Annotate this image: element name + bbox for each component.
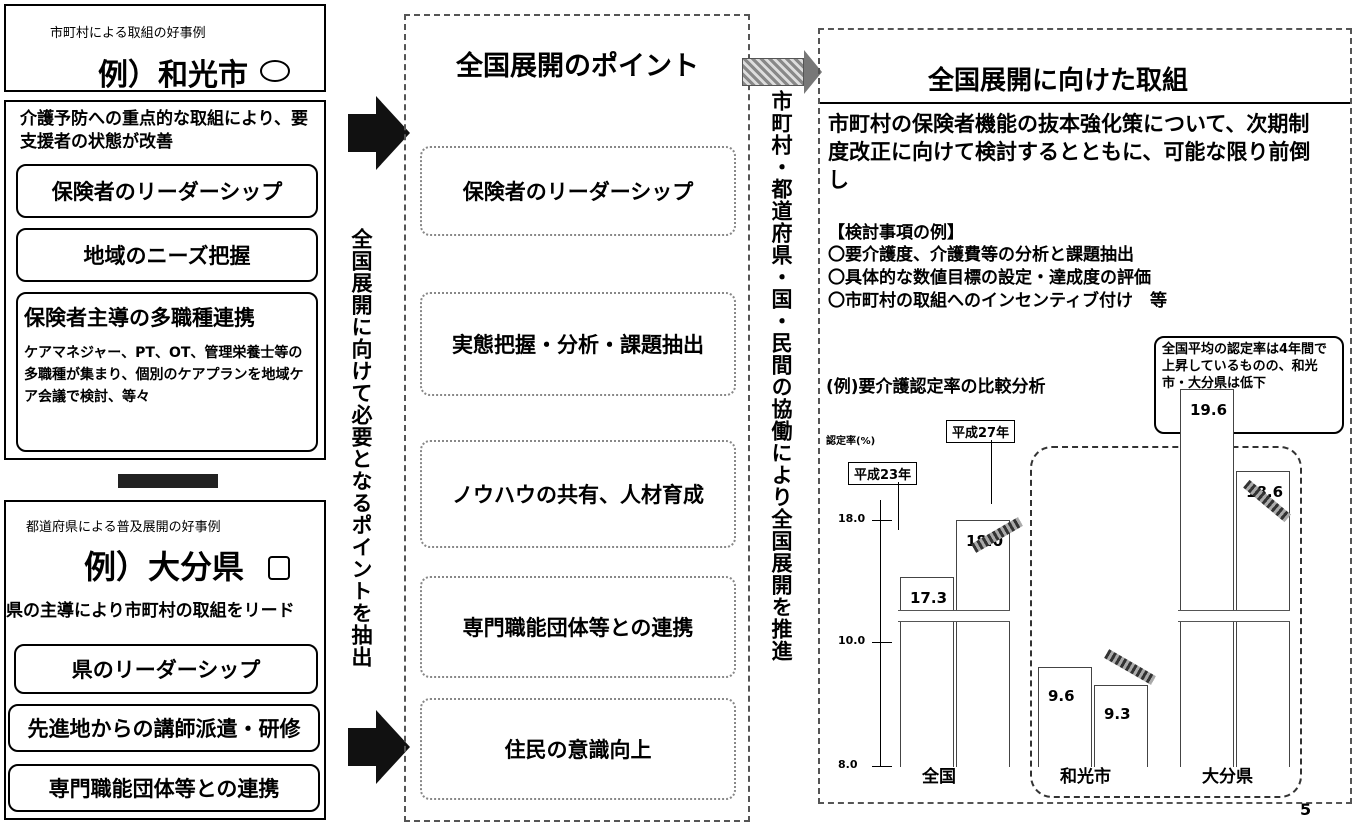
wako-description: 介護予防への重点的な取組により、要支援者の状態が改善 [20,109,308,152]
bar [1038,666,1092,767]
vertical-caption-left: 全国展開に向けて必要となるポイントを抽出 [349,228,373,668]
annotation-pointer [991,440,992,504]
category-label: 全国 [922,767,956,787]
vertical-caption-right: 市町村・都道府県・国・民間の協働により全国展開を推進 [769,90,793,662]
oita-case-box: 都道府県による普及展開の好事例 例）大分県 県の主導により市町村の取組をリード … [4,500,326,820]
point-knowhow: ノウハウの共有、人材育成 [420,440,736,548]
wako-item-needs: 地域のニーズ把握 [16,228,318,282]
axis-break-mark [954,610,1010,622]
chart-title: (例)要介護認定率の比較分析 [826,377,1046,397]
trend-arrow-icon [1104,649,1156,685]
arrow-right-icon [348,114,376,152]
arrow-right-icon [348,728,376,766]
example-item: 〇要介護度、介護費等の分析と課題抽出 [828,245,1134,265]
series-annotation: 平成23年 [848,462,918,485]
data-label: 17.3 [910,589,948,608]
wako-header-box: 市町村による取組の好事例 例）和光市 [4,4,326,93]
point-leadership: 保険者のリーダーシップ [420,146,736,236]
wako-item-multi: 保険者主導の多職種連携 ケアマネジャー、PT、OT、管理栄養士等の多職種が集まり… [16,292,318,452]
y-axis-label: 認定率(%) [826,436,876,447]
wako-logo-icon [260,60,290,82]
wako-item-multi-title: 保険者主導の多職種連携 [24,306,255,330]
points-panel: 全国展開のポイント 保険者のリーダーシップ 実態把握・分析・課題抽出 ノウハウの… [404,14,750,822]
oita-item-leadership: 県のリーダーシップ [14,644,318,694]
initiative-title: 全国展開に向けた取組 [928,66,1189,96]
oita-item-partnership: 専門職能団体等との連携 [8,764,320,812]
wako-title: 例）和光市 [98,58,248,93]
oita-title: 例）大分県 [84,548,245,586]
bar-chart: 18.010.08.017.318.0全国9.69.3和光市19.618.6大分… [820,388,1340,787]
bar [1094,685,1148,767]
wako-item-leadership: 保険者のリーダーシップ [16,164,318,218]
series-annotation: 平成27年 [946,420,1016,443]
example-item: 〇具体的な数値目標の設定・達成度の評価 [828,268,1151,288]
oita-logo-icon [268,556,290,580]
data-label: 9.3 [1104,705,1131,724]
gridline [872,642,892,643]
y-tick-label: 10.0 [838,634,866,647]
oita-caption: 都道府県による普及展開の好事例 [26,520,221,535]
bar [900,577,954,767]
axis-break-mark [1234,610,1290,622]
axis-break-mark [898,610,954,622]
data-label: 9.6 [1048,686,1075,705]
wako-case-box: 介護予防への重点的な取組により、要支援者の状態が改善 保険者のリーダーシップ 地… [4,100,326,460]
gridline [872,520,892,521]
examples-heading: 【検討事項の例】 [828,223,964,243]
oita-item-training: 先進地からの講師派遣・研修 [8,704,320,752]
initiative-panel: 全国展開に向けた取組 市町村の保険者機能の抜本強化策について、次期制度改正に向け… [818,28,1352,804]
y-tick-label: 8.0 [838,758,858,771]
y-axis [880,500,881,766]
point-awareness: 住民の意識向上 [420,698,736,800]
bar [956,520,1010,767]
example-item: 〇市町村の取組へのインセンティブ付け 等 [828,291,1167,311]
callout-bubble: 全国平均の認定率は4年間で上昇しているものの、和光市・大分県は低下 [1154,336,1344,434]
data-label: 19.6 [1190,400,1228,419]
y-tick-label: 18.0 [838,512,866,525]
down-arrow-icon [118,474,218,488]
points-title: 全国展開のポイント [456,51,699,82]
wako-item-multi-note: ケアマネジャー、PT、OT、管理栄養士等の多職種が集まり、個別のケアプランを地域… [24,345,304,405]
category-label: 和光市 [1060,767,1111,787]
oita-description: 県の主導により市町村の取組をリード [6,601,295,621]
highlight-group [1030,446,1302,798]
wako-caption: 市町村による取組の好事例 [50,26,206,41]
arrow-right-icon [742,58,804,86]
gridline [872,766,892,767]
category-label: 大分県 [1202,767,1253,787]
point-partnership: 専門職能団体等との連携 [420,576,736,678]
axis-break-mark [1178,610,1234,622]
annotation-pointer [898,482,899,530]
page-number: 5 [1300,800,1312,819]
point-analysis: 実態把握・分析・課題抽出 [420,292,736,396]
bar [1180,388,1234,767]
initiative-lead: 市町村の保険者機能の抜本強化策について、次期制度改正に向けて検討するとともに、可… [828,112,1311,192]
